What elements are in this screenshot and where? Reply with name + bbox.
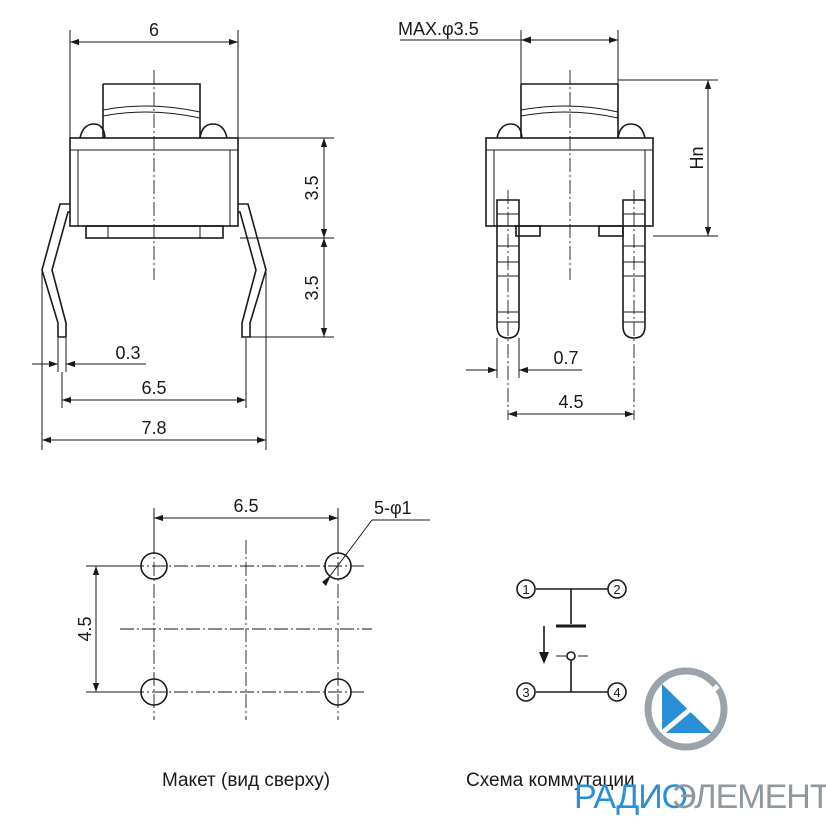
logo-brand-part1: РАДИО [574, 778, 687, 816]
actuator-diameter-label: MAX.φ3.5 [398, 19, 479, 39]
height-hn-label: Hn [687, 146, 707, 169]
lead-thickness-label: 0.3 [115, 343, 140, 363]
pin-pitch-label: 4.5 [558, 392, 583, 412]
holes-label: 5-φ1 [374, 498, 412, 518]
layout-pitch-x-label: 6.5 [233, 496, 258, 516]
overall-width-label: 7.8 [141, 418, 166, 438]
pin-1-label: 1 [522, 582, 529, 597]
front-view: 6 3.5 3.5 0.3 6.5 7.8 [32, 20, 334, 450]
layout-caption: Макет (вид сверху) [162, 770, 330, 791]
pcb-layout: 6.5 4.5 5-φ1 Макет (вид сверху) [75, 496, 430, 791]
pcb-hole-4 [324, 678, 352, 706]
schematic-caption: Схема коммутации [466, 770, 635, 791]
side-view: MAX.φ3.5 Hn 0.7 4.5 [398, 19, 718, 420]
switch-schematic: 1 2 3 4 Схема коммутации [466, 579, 635, 791]
pin-3-label: 3 [522, 685, 529, 700]
logo-brand-part2: ЭЛЕМЕНТ [672, 778, 826, 816]
front-lower-height-label: 3.5 [302, 275, 322, 300]
pin-4-label: 4 [613, 685, 620, 700]
layout-pitch-y-label: 4.5 [75, 616, 95, 641]
radioelement-logo: РАДИО ЭЛЕМЕНТ [574, 667, 826, 816]
lead-span-label: 6.5 [141, 378, 166, 398]
front-upper-height-label: 3.5 [302, 175, 322, 200]
pin-2-label: 2 [613, 582, 620, 597]
front-width-label: 6 [149, 20, 159, 40]
pin-width-label: 0.7 [553, 348, 578, 368]
